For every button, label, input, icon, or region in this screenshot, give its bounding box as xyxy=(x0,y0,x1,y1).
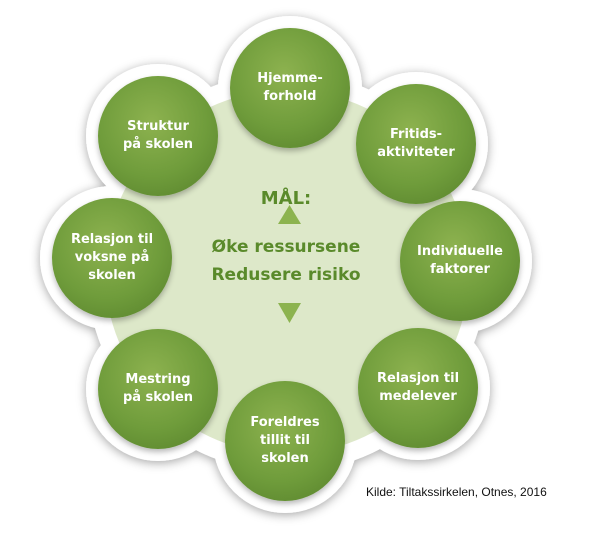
node-label: Relasjon til medelever xyxy=(376,371,460,404)
node-label: Struktur på skolen xyxy=(122,119,194,152)
node-relasjon-medelever: Relasjon til medelever xyxy=(358,328,478,448)
node-hjemmeforhold: Hjemme- forhold xyxy=(230,28,350,148)
up-triangle xyxy=(278,205,301,224)
down-triangle xyxy=(278,303,301,323)
node-label: Relasjon til voksne på skolen xyxy=(70,232,154,283)
node-individuelle-faktorer: Individuelle faktorer xyxy=(400,201,520,321)
node-label: Individuelle faktorer xyxy=(417,244,503,277)
node-fritidsaktiviteter: Fritids- aktiviteter xyxy=(356,84,476,204)
node-label: Hjemme- forhold xyxy=(257,71,323,104)
node-relasjon-voksne: Relasjon til voksne på skolen xyxy=(52,198,172,318)
node-label: Mestring på skolen xyxy=(122,372,194,405)
node-mestring: Mestring på skolen xyxy=(98,329,218,449)
node-label: Foreldres tillit til skolen xyxy=(250,415,320,466)
source-caption: Kilde: Tiltakssirkelen, Otnes, 2016 xyxy=(366,485,547,499)
node-label: Fritids- aktiviteter xyxy=(377,127,455,160)
node-foreldres-tillit: Foreldres tillit til skolen xyxy=(225,381,345,501)
node-struktur: Struktur på skolen xyxy=(98,76,218,196)
